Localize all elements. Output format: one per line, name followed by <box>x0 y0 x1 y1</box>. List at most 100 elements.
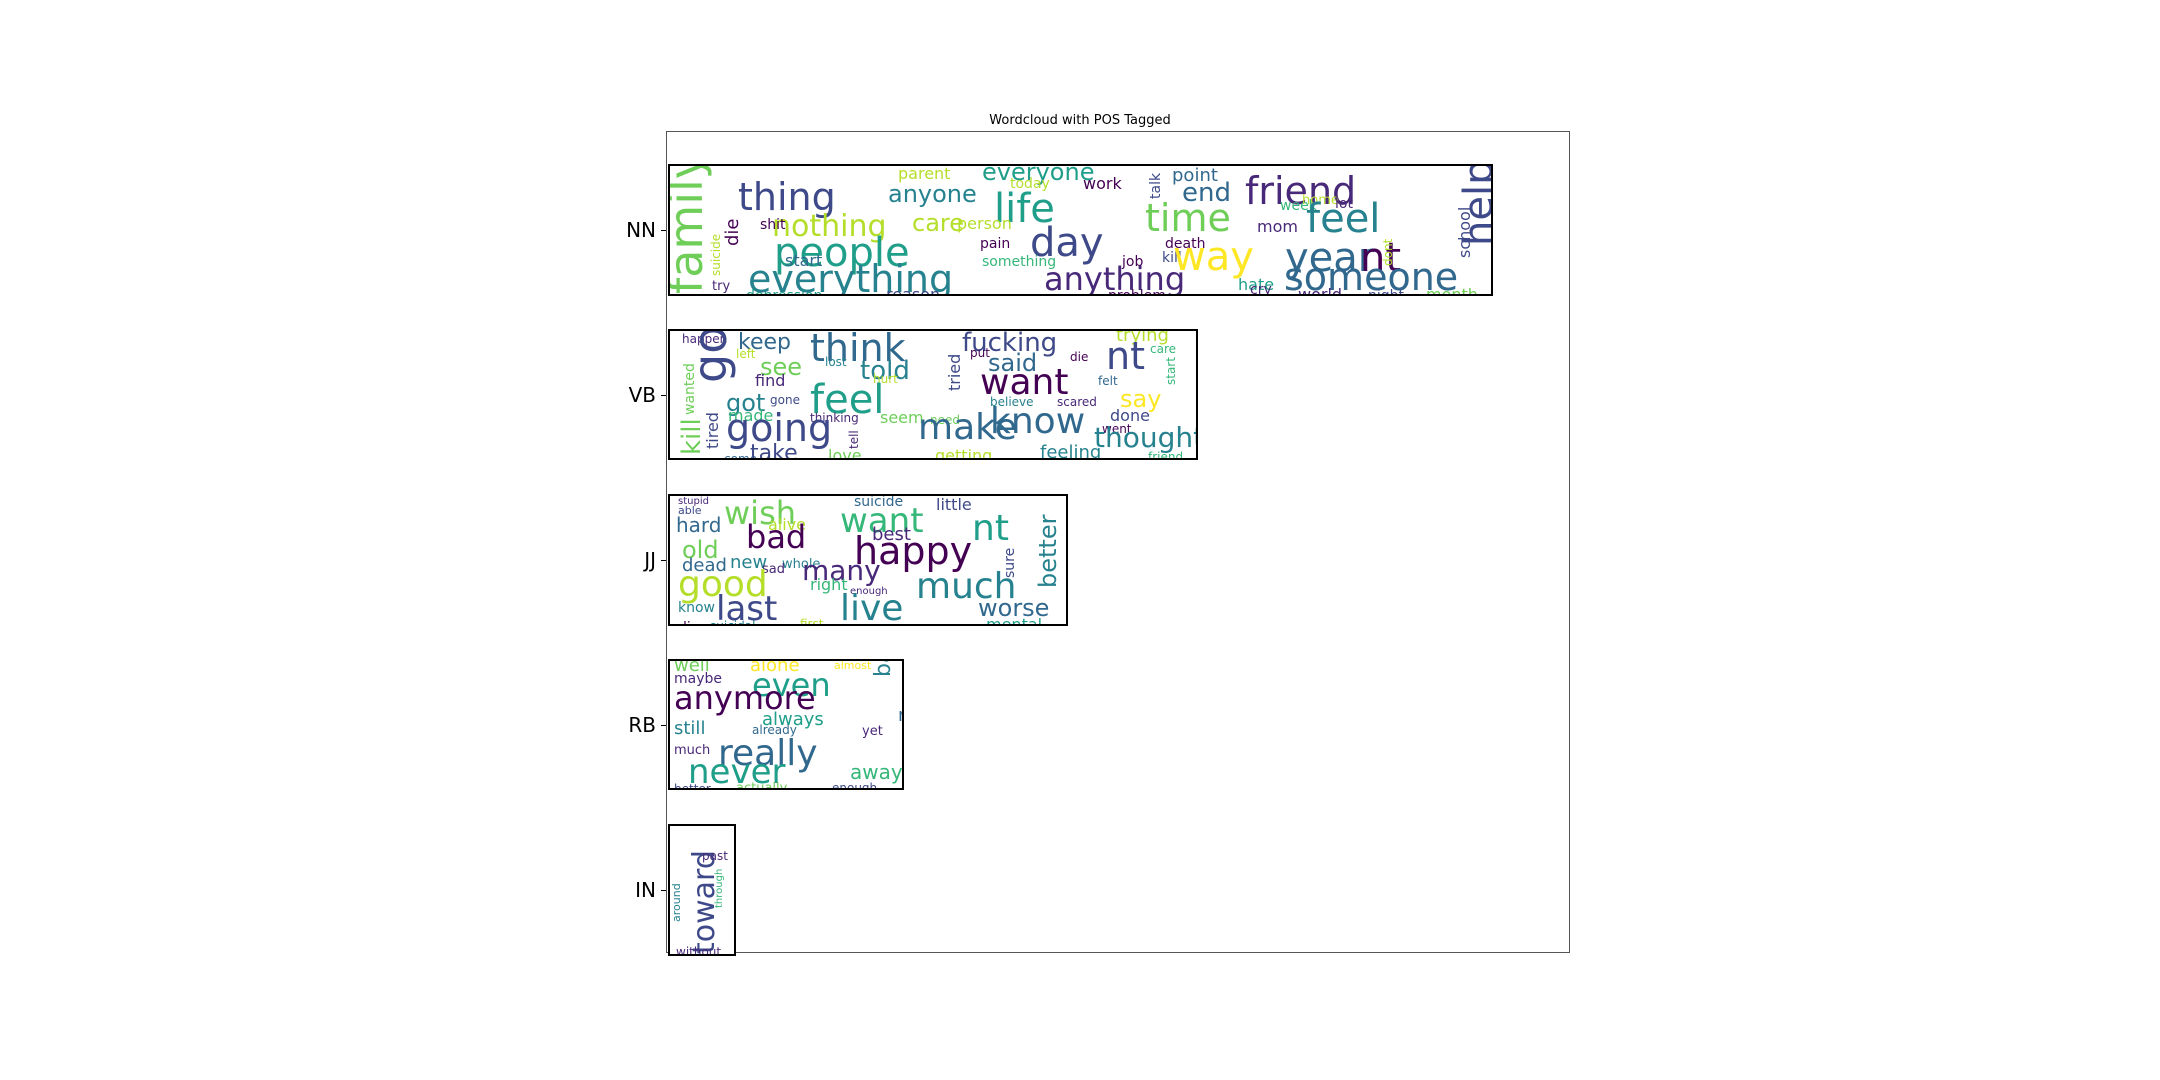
word-try: try <box>712 279 730 294</box>
word-past: past <box>702 849 728 863</box>
word-much: much <box>674 743 710 758</box>
word-talk: talk <box>1148 172 1164 199</box>
word-people: people <box>774 230 910 276</box>
word-well: well <box>674 661 710 676</box>
chart-title: Wordcloud with POS Tagged <box>989 113 1171 128</box>
word-toward: toward <box>687 850 722 954</box>
word-point: point <box>1172 166 1218 186</box>
word-bad: bad <box>746 518 806 556</box>
word-done: done <box>1110 406 1150 425</box>
word-believe: believe <box>990 395 1034 409</box>
word-night: night <box>1368 288 1405 296</box>
word-see: see <box>760 353 802 381</box>
y-tick-label-in: IN <box>635 878 656 902</box>
word-nt: nt <box>898 705 904 726</box>
word-want: want <box>840 501 924 541</box>
word-left: left <box>736 347 756 361</box>
word-everything: everything <box>748 257 953 296</box>
word-end: end <box>1182 178 1231 208</box>
word-new: new <box>730 552 767 573</box>
word-person: person <box>957 214 1012 233</box>
word-scared: scared <box>1057 395 1097 409</box>
word-say: say <box>1120 385 1161 413</box>
word-feel: feel <box>810 377 884 423</box>
word-always: always <box>762 709 824 730</box>
word-sad: sad <box>762 562 785 577</box>
word-last: last <box>716 589 777 626</box>
word-friend: friend <box>1148 450 1183 460</box>
word-shit: shit <box>760 217 786 233</box>
word-dont: dont <box>1381 238 1395 266</box>
word-wish: wish <box>724 496 796 532</box>
word-worse: worse <box>978 594 1049 622</box>
word-nt: nt <box>1106 334 1145 378</box>
word-tried: tried <box>945 354 964 391</box>
word-hard: hard <box>676 513 722 537</box>
word-anything: anything <box>1044 260 1185 296</box>
word-friend: friend <box>1245 169 1356 213</box>
word-keep: keep <box>738 331 791 355</box>
word-year: year <box>1285 235 1375 281</box>
word-enough: enough <box>850 586 888 597</box>
word-day: day <box>1030 220 1104 266</box>
y-tick-mark <box>661 230 666 231</box>
word-going: going <box>726 406 832 450</box>
word-take: take <box>750 441 798 460</box>
word-better: better <box>1034 514 1062 588</box>
word-little: little <box>936 496 972 514</box>
word-thought: thought <box>1094 421 1198 454</box>
word-first: first <box>800 617 824 626</box>
word-suicidal: suicidal <box>710 619 755 626</box>
wordcloud-svg: wellalonealmostmaybeevenbackanymorealway… <box>674 661 904 788</box>
wordcloud-panel-rb: wellalonealmostmaybeevenbackanymorealway… <box>668 659 904 790</box>
word-problem: problem <box>1108 288 1166 296</box>
word-alone: alone <box>750 661 800 676</box>
word-getting: getting <box>935 446 992 460</box>
word-said: said <box>988 349 1037 377</box>
word-much: much <box>916 566 1017 607</box>
word-life: life <box>994 186 1055 232</box>
word-death: death <box>1165 236 1205 252</box>
word-anymore: anymore <box>674 679 816 717</box>
word-happen: happen <box>682 332 727 346</box>
y-tick-mark <box>661 890 666 891</box>
word-went: went <box>1102 422 1132 436</box>
word-nothing: nothing <box>772 209 887 244</box>
word-alive: alive <box>768 515 806 534</box>
word-best: best <box>872 524 911 545</box>
word-parent: parent <box>898 166 950 183</box>
word-put: put <box>970 346 990 360</box>
word-through: through <box>714 869 725 908</box>
word-trying: trying <box>1116 331 1169 346</box>
word-cry: cry <box>1250 282 1272 296</box>
word-seem: seem <box>880 408 924 427</box>
word-stupid: stupid <box>678 496 709 507</box>
word-suicide: suicide <box>854 496 903 510</box>
word-hate: hate <box>1238 275 1274 294</box>
word-told: told <box>860 356 910 386</box>
word-even: even <box>752 666 831 704</box>
word-home: home <box>1302 193 1339 208</box>
word-family: family <box>670 166 713 294</box>
word-think: think <box>810 331 906 370</box>
word-yet: yet <box>862 724 883 739</box>
plot-area <box>666 131 1570 953</box>
word-tired: tired <box>703 412 722 449</box>
y-tick-label-nn: NN <box>626 218 656 242</box>
word-nt: nt <box>972 508 1009 549</box>
word-depression: depression <box>746 288 822 296</box>
word-die: die <box>678 620 699 626</box>
word-gone: gone <box>770 393 800 407</box>
word-pain: pain <box>980 236 1010 252</box>
word-dead: dead <box>682 555 727 576</box>
word-time: time <box>1145 196 1231 240</box>
word-go: go <box>683 331 737 383</box>
word-week: week <box>1280 198 1318 214</box>
word-know: know <box>990 401 1085 442</box>
y-tick-label-vb: VB <box>628 382 656 407</box>
word-suicide: suicide <box>709 234 723 276</box>
